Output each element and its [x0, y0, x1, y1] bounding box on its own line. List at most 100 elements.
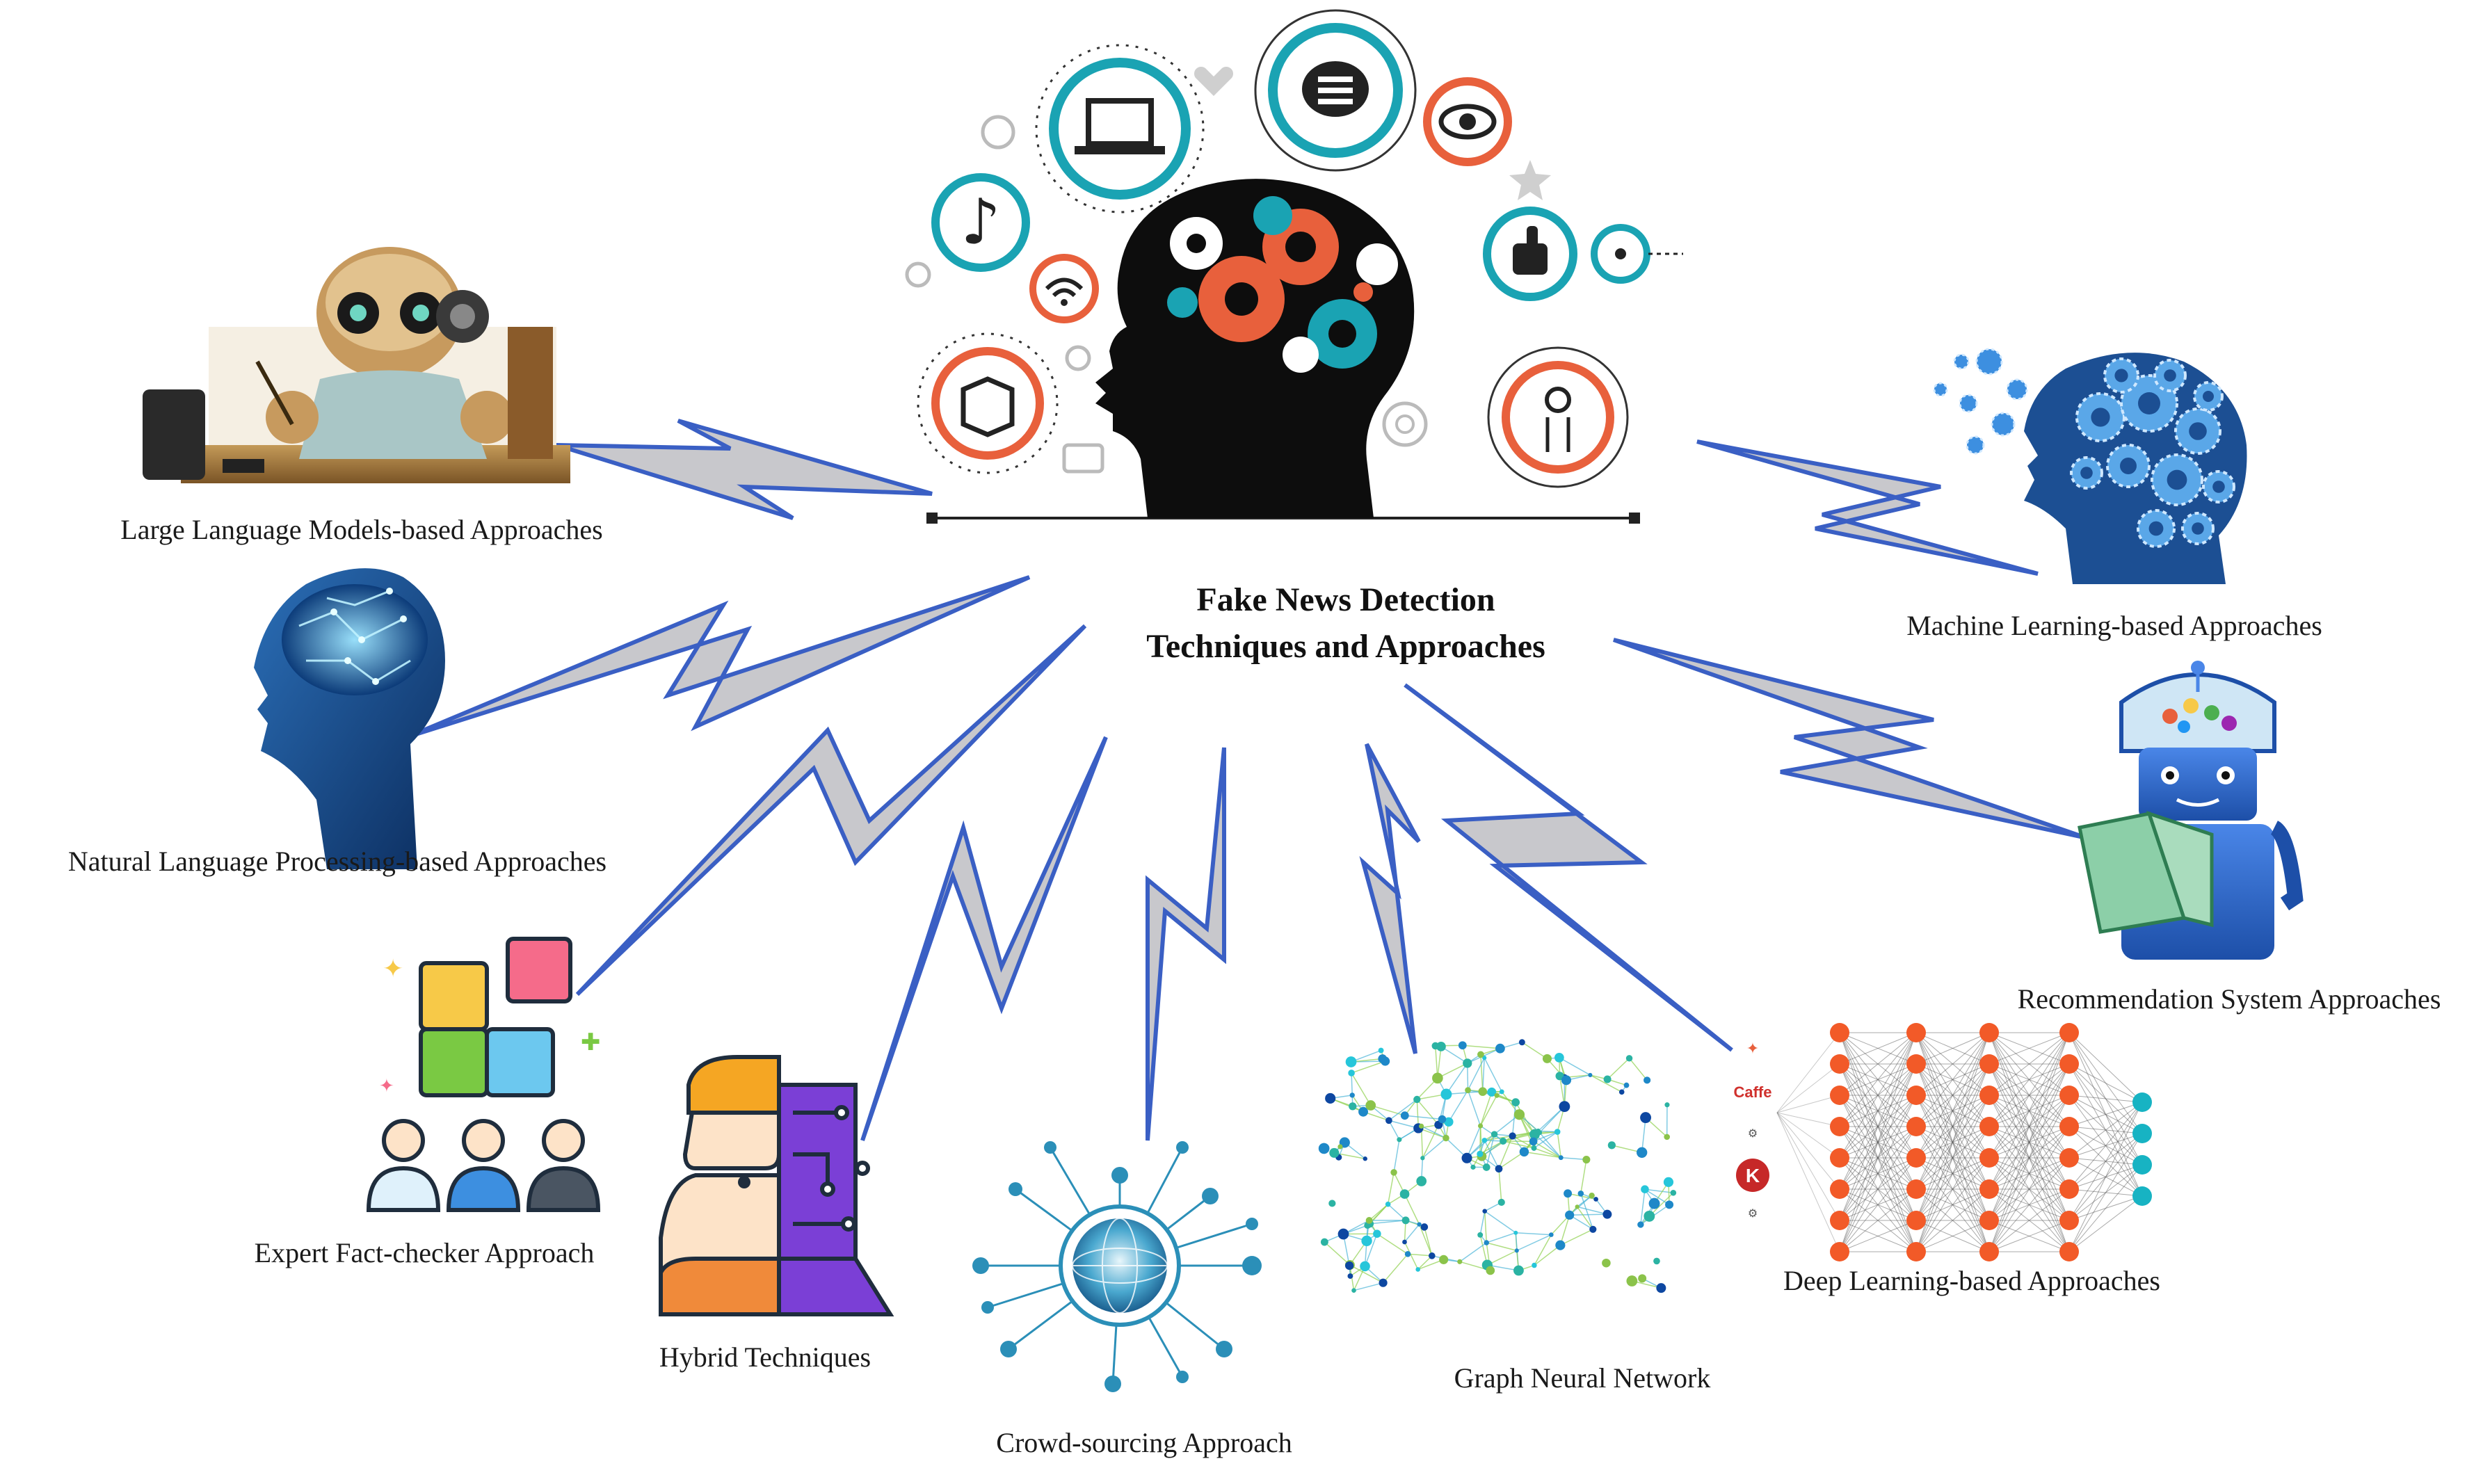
puzzle-team-icon: ✦ ✚ ✦ — [366, 937, 601, 1212]
center-ring-icons: ♪ — [905, 9, 1683, 488]
graph-edge — [1418, 1224, 1433, 1257]
graph-node — [1325, 1092, 1336, 1104]
graph-node — [1511, 1098, 1520, 1106]
graph-node — [1536, 1128, 1541, 1134]
nn-edge — [2068, 1102, 2143, 1190]
graph-node — [1401, 1216, 1410, 1225]
graph-node — [1470, 1164, 1476, 1170]
graph-edge — [1479, 1211, 1486, 1235]
nn-edge — [1776, 1063, 1840, 1113]
graph-node — [1413, 1095, 1421, 1104]
graph-edge — [1364, 1233, 1378, 1267]
graph-edge — [1521, 1042, 1548, 1059]
label-rec: Recommendation System Approaches — [2018, 983, 2441, 1015]
graph-node — [1436, 1041, 1446, 1051]
graph-edge — [1383, 1253, 1408, 1284]
nn-node — [1979, 1242, 1999, 1261]
graph-edge — [1577, 1195, 1593, 1207]
center-head-illustration: ♪ — [905, 9, 1683, 524]
nn-node — [1906, 1211, 1926, 1230]
nn-edge — [1988, 1032, 2070, 1065]
graph-edge — [1511, 1102, 1516, 1136]
graph-edge — [1351, 1072, 1353, 1106]
graph-node — [1347, 1273, 1353, 1279]
graph-node — [1603, 1075, 1612, 1083]
gear-hub — [2138, 392, 2160, 414]
graph-node — [1513, 1265, 1524, 1276]
graph-node — [1477, 1051, 1484, 1058]
graph-node — [1385, 1201, 1391, 1207]
nn-edge — [1988, 1063, 2070, 1252]
gear-hub — [2212, 481, 2225, 493]
nn-edge — [2068, 1095, 2143, 1103]
graph-node — [1345, 1056, 1357, 1067]
graph-edge — [1512, 1135, 1534, 1149]
graph-node — [1373, 1229, 1381, 1238]
graph-edge — [1641, 1118, 1646, 1153]
graph-node — [1531, 1145, 1537, 1151]
graph-edge — [1416, 1099, 1439, 1126]
graph-edge — [1437, 1063, 1468, 1079]
nn-edge — [2068, 1102, 2143, 1127]
graph-edge — [1376, 1233, 1408, 1255]
graph-edge — [1404, 1115, 1443, 1120]
graph-edge — [1516, 1234, 1552, 1252]
nn-edge — [1915, 1157, 1990, 1252]
connector-bolts — [405, 419, 2087, 1141]
graph-node — [1399, 1189, 1410, 1199]
graph-node — [1664, 1102, 1670, 1108]
graph-node — [1344, 1261, 1354, 1271]
graph-node — [1363, 1156, 1367, 1161]
graph-edge — [1422, 1137, 1447, 1159]
graph-node — [1482, 1209, 1488, 1213]
graph-edge — [1422, 1124, 1439, 1159]
nn-node — [1906, 1148, 1926, 1168]
human-circuit-face-icon — [659, 1055, 894, 1316]
nn-edge — [1776, 1032, 1840, 1113]
graph-node — [1417, 1222, 1422, 1227]
nn-node — [1830, 1148, 1849, 1168]
nn-edge — [1988, 1032, 2070, 1127]
graph-node — [1640, 1112, 1651, 1124]
nn-edge — [1839, 1032, 1917, 1190]
graph-node — [1439, 1255, 1449, 1264]
graph-edge — [1561, 1156, 1586, 1161]
nn-edge — [1988, 1126, 2070, 1252]
graph-edge — [1550, 1206, 1578, 1236]
nn-edge — [1988, 1188, 2070, 1252]
gear-shape — [1975, 348, 2003, 376]
graph-edge — [1644, 1188, 1670, 1205]
globe-network-icon — [972, 1141, 1262, 1392]
graph-node — [1565, 1210, 1575, 1220]
nn-node — [2059, 1086, 2079, 1105]
nn-edge — [1839, 1032, 1917, 1159]
graph-network-icon — [1318, 1039, 1677, 1293]
graph-node — [1644, 1210, 1655, 1222]
graph-node — [1495, 1043, 1505, 1054]
graph-node — [1513, 1230, 1518, 1235]
nn-node — [1906, 1242, 1926, 1261]
nn-edge — [2068, 1133, 2143, 1252]
center-title-line1: Fake News Detection — [1196, 581, 1495, 618]
nn-node — [1979, 1211, 1999, 1230]
nn-edge — [1988, 1032, 2070, 1159]
graph-node — [1365, 1217, 1373, 1224]
nn-edge — [1839, 1063, 1917, 1252]
graph-node — [1404, 1251, 1411, 1257]
graph-node — [1497, 1198, 1505, 1207]
graph-node — [1518, 1039, 1525, 1046]
graph-node — [1349, 1092, 1355, 1098]
graph-edge — [1404, 1193, 1420, 1225]
graph-node — [1548, 1232, 1554, 1237]
graph-node — [1665, 1200, 1674, 1209]
graph-node — [1348, 1070, 1355, 1076]
graph-node — [1477, 1150, 1484, 1157]
nn-edge — [1839, 1157, 1917, 1252]
graph-node — [1558, 1155, 1564, 1161]
nn-output-node — [2132, 1155, 2152, 1175]
graph-edge — [1524, 1151, 1561, 1159]
nn-node — [2059, 1023, 2079, 1042]
graph-edge — [1421, 1125, 1447, 1139]
graph-node — [1564, 1189, 1573, 1198]
gear-shape — [1953, 353, 1970, 370]
